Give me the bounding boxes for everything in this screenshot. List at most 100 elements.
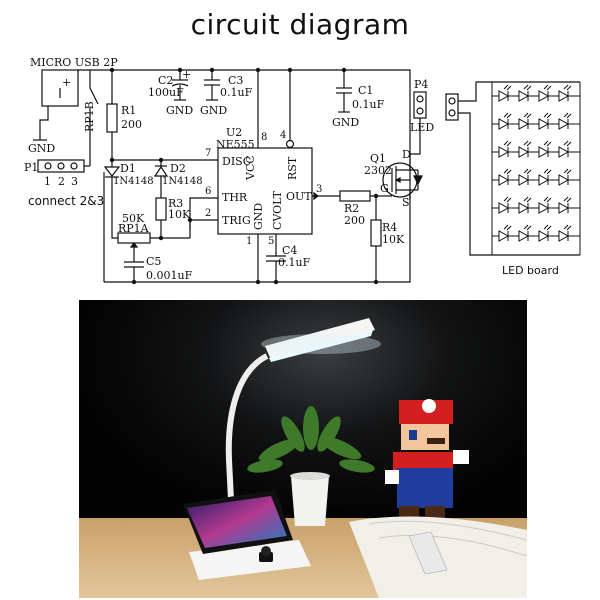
mario-figure: [385, 399, 469, 520]
led-ray: [523, 112, 529, 118]
led-ray: [563, 224, 569, 230]
label-usb: MICRO USB 2P: [30, 56, 118, 69]
led-diode: [558, 90, 570, 102]
usb-connector: [41, 69, 79, 107]
led-diode: [518, 146, 530, 158]
label-led: LED: [410, 121, 434, 134]
circuit-schematic: MICRO USB 2P + RP1B GND P1 1 2 3 connect…: [24, 56, 581, 285]
led-diode: [498, 230, 510, 242]
label-p1-pin2: 2: [58, 175, 65, 188]
label-c1: C1: [358, 84, 373, 97]
label-c3-val: 0.1uF: [220, 86, 253, 99]
label-rp1a: RP1A: [118, 222, 150, 235]
label-trig: TRIG: [222, 214, 251, 227]
label-u2: U2: [226, 126, 242, 139]
led-diode: [538, 146, 550, 158]
led-ray: [523, 196, 529, 202]
led-ray: [563, 84, 569, 90]
led-ray: [546, 225, 552, 231]
label-vcc: VCC: [244, 155, 257, 181]
label-r4: R4: [382, 221, 397, 234]
led-ray: [503, 224, 509, 230]
label-r3-val: 10K: [168, 208, 191, 221]
led-ray: [563, 112, 569, 118]
schematic-junctions: [109, 67, 379, 285]
led-ray: [506, 169, 512, 175]
lamp-head: [261, 318, 381, 362]
led-ray: [503, 112, 509, 118]
led-ray: [563, 196, 569, 202]
r4-resistor: [370, 219, 382, 247]
label-p1: P1: [24, 161, 38, 174]
led-ray: [566, 169, 572, 175]
led-ray: [526, 85, 532, 91]
label-rst: RST: [286, 156, 299, 180]
label-pin6: 6: [205, 186, 211, 197]
label-c4: C4: [282, 244, 297, 257]
led-ray: [506, 141, 512, 147]
led-ray: [503, 140, 509, 146]
led-ray: [523, 140, 529, 146]
led-ray: [546, 197, 552, 203]
label-c2-val: 100uF: [148, 86, 184, 99]
label-c4-val: 0.1uF: [278, 256, 311, 269]
led-ray: [566, 225, 572, 231]
led-ray: [526, 113, 532, 119]
led-ray: [506, 197, 512, 203]
led-diode: [518, 202, 530, 214]
led-diode: [518, 230, 530, 242]
label-gnd-c1: GND: [332, 116, 359, 129]
label-gnd-c3: GND: [200, 104, 227, 117]
label-r1: R1: [121, 104, 136, 117]
label-d1: D1: [120, 162, 136, 175]
led-ray: [543, 112, 549, 118]
label-d1-val: 1N4148: [113, 176, 154, 187]
led-ray: [566, 85, 572, 91]
led-diode: [538, 230, 550, 242]
led-ray: [566, 141, 572, 147]
led-ray: [526, 225, 532, 231]
label-r2-val: 200: [344, 214, 365, 227]
led-ray: [506, 225, 512, 231]
r1-resistor: [106, 103, 118, 133]
led-diode: [558, 118, 570, 130]
led-ray: [546, 85, 552, 91]
label-c5: C5: [146, 255, 161, 268]
label-pin1: 1: [246, 236, 252, 247]
led-diode: [558, 230, 570, 242]
label-p1-pin3: 3: [71, 175, 78, 188]
led-ray: [506, 85, 512, 91]
led-ray: [563, 168, 569, 174]
label-pin8: 8: [261, 132, 267, 143]
led-ray: [503, 168, 509, 174]
label-r3: R3: [168, 197, 183, 210]
led-diode: [498, 90, 510, 102]
led-diode: [558, 174, 570, 186]
label-q-g: G: [380, 182, 389, 195]
led-ray: [526, 197, 532, 203]
page-title: circuit diagram: [190, 8, 410, 41]
led-ray: [566, 197, 572, 203]
label-pin3: 3: [316, 184, 322, 195]
label-q-s: S: [402, 196, 410, 209]
label-ic-gnd: GND: [252, 203, 265, 230]
led-ray: [523, 168, 529, 174]
label-pin5: 5: [268, 236, 274, 247]
label-q1: Q1: [370, 152, 386, 165]
phone-on-dock: [183, 490, 311, 580]
label-p1-pin1: 1: [44, 175, 51, 188]
led-ray: [543, 140, 549, 146]
led-ray: [543, 84, 549, 90]
label-u2-val: NE555: [216, 138, 255, 151]
led-diode: [518, 118, 530, 130]
led-ray: [503, 196, 509, 202]
label-r4-val: 10K: [382, 233, 405, 246]
led-ray: [543, 168, 549, 174]
led-diode: [498, 146, 510, 158]
led-ray: [546, 169, 552, 175]
led-diode: [538, 202, 550, 214]
label-r2: R2: [344, 202, 359, 215]
label-d2-val: 1N4148: [162, 176, 203, 187]
label-p4: P4: [414, 78, 428, 91]
open-book: [349, 516, 527, 598]
